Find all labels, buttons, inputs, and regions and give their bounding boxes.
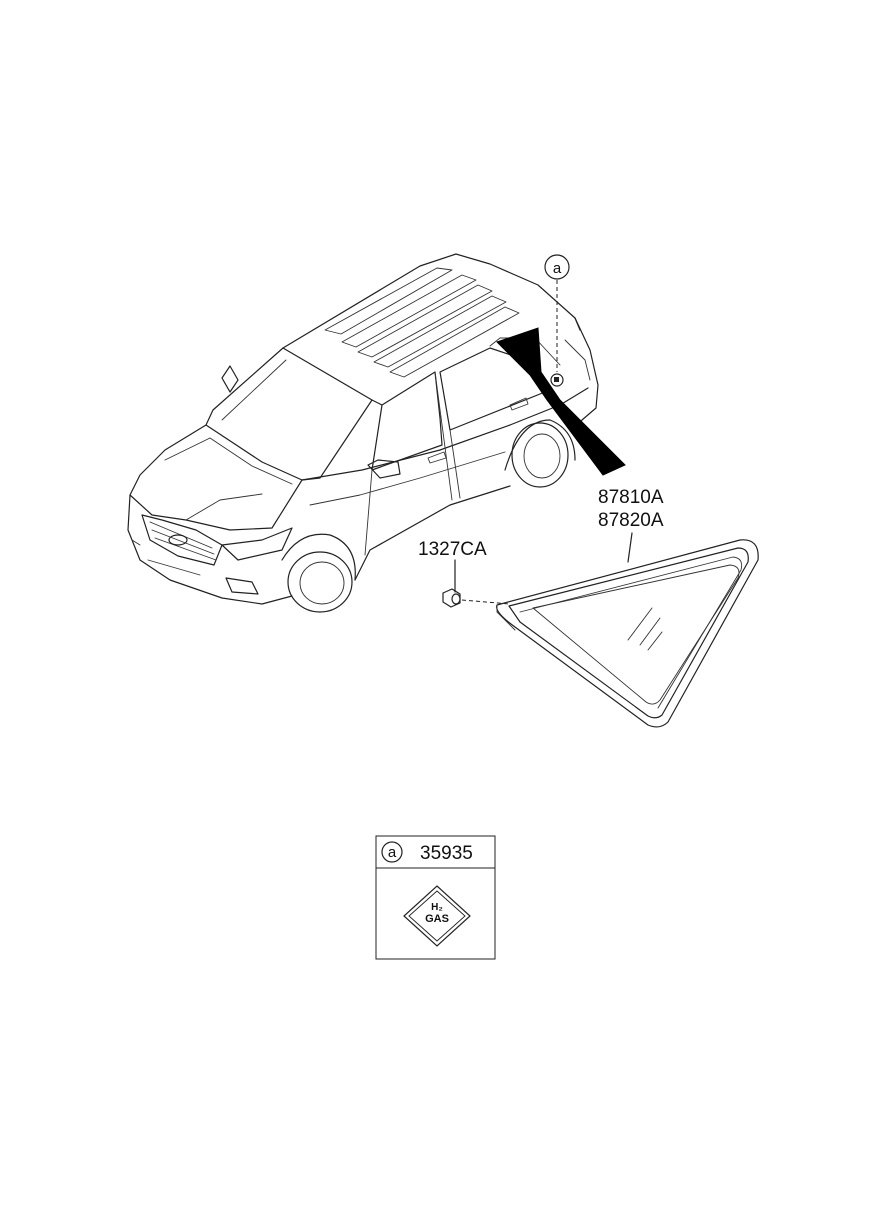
legend-part-number: 35935	[420, 843, 473, 864]
direction-arrow	[496, 327, 626, 476]
reference-letter: a	[553, 260, 562, 277]
legend-box: a 35935 H₂ GAS	[375, 835, 496, 960]
part-number-87810a: 87810A	[598, 487, 664, 508]
quarter-glass	[496, 539, 759, 728]
part-number-1327ca: 1327CA	[418, 539, 487, 560]
h2-gas-label-icon: H₂ GAS	[403, 885, 471, 947]
gas-label-line2: GAS	[425, 913, 449, 925]
legend-reference-letter: a	[388, 844, 397, 861]
glass-leader-line	[627, 532, 633, 563]
vehicle-suv-illustration	[127, 253, 599, 613]
reference-a-callout: a	[544, 254, 570, 372]
gas-label-line1: H₂	[431, 902, 443, 913]
part-number-87820a: 87820A	[598, 510, 664, 531]
nut-fastener	[442, 588, 511, 608]
